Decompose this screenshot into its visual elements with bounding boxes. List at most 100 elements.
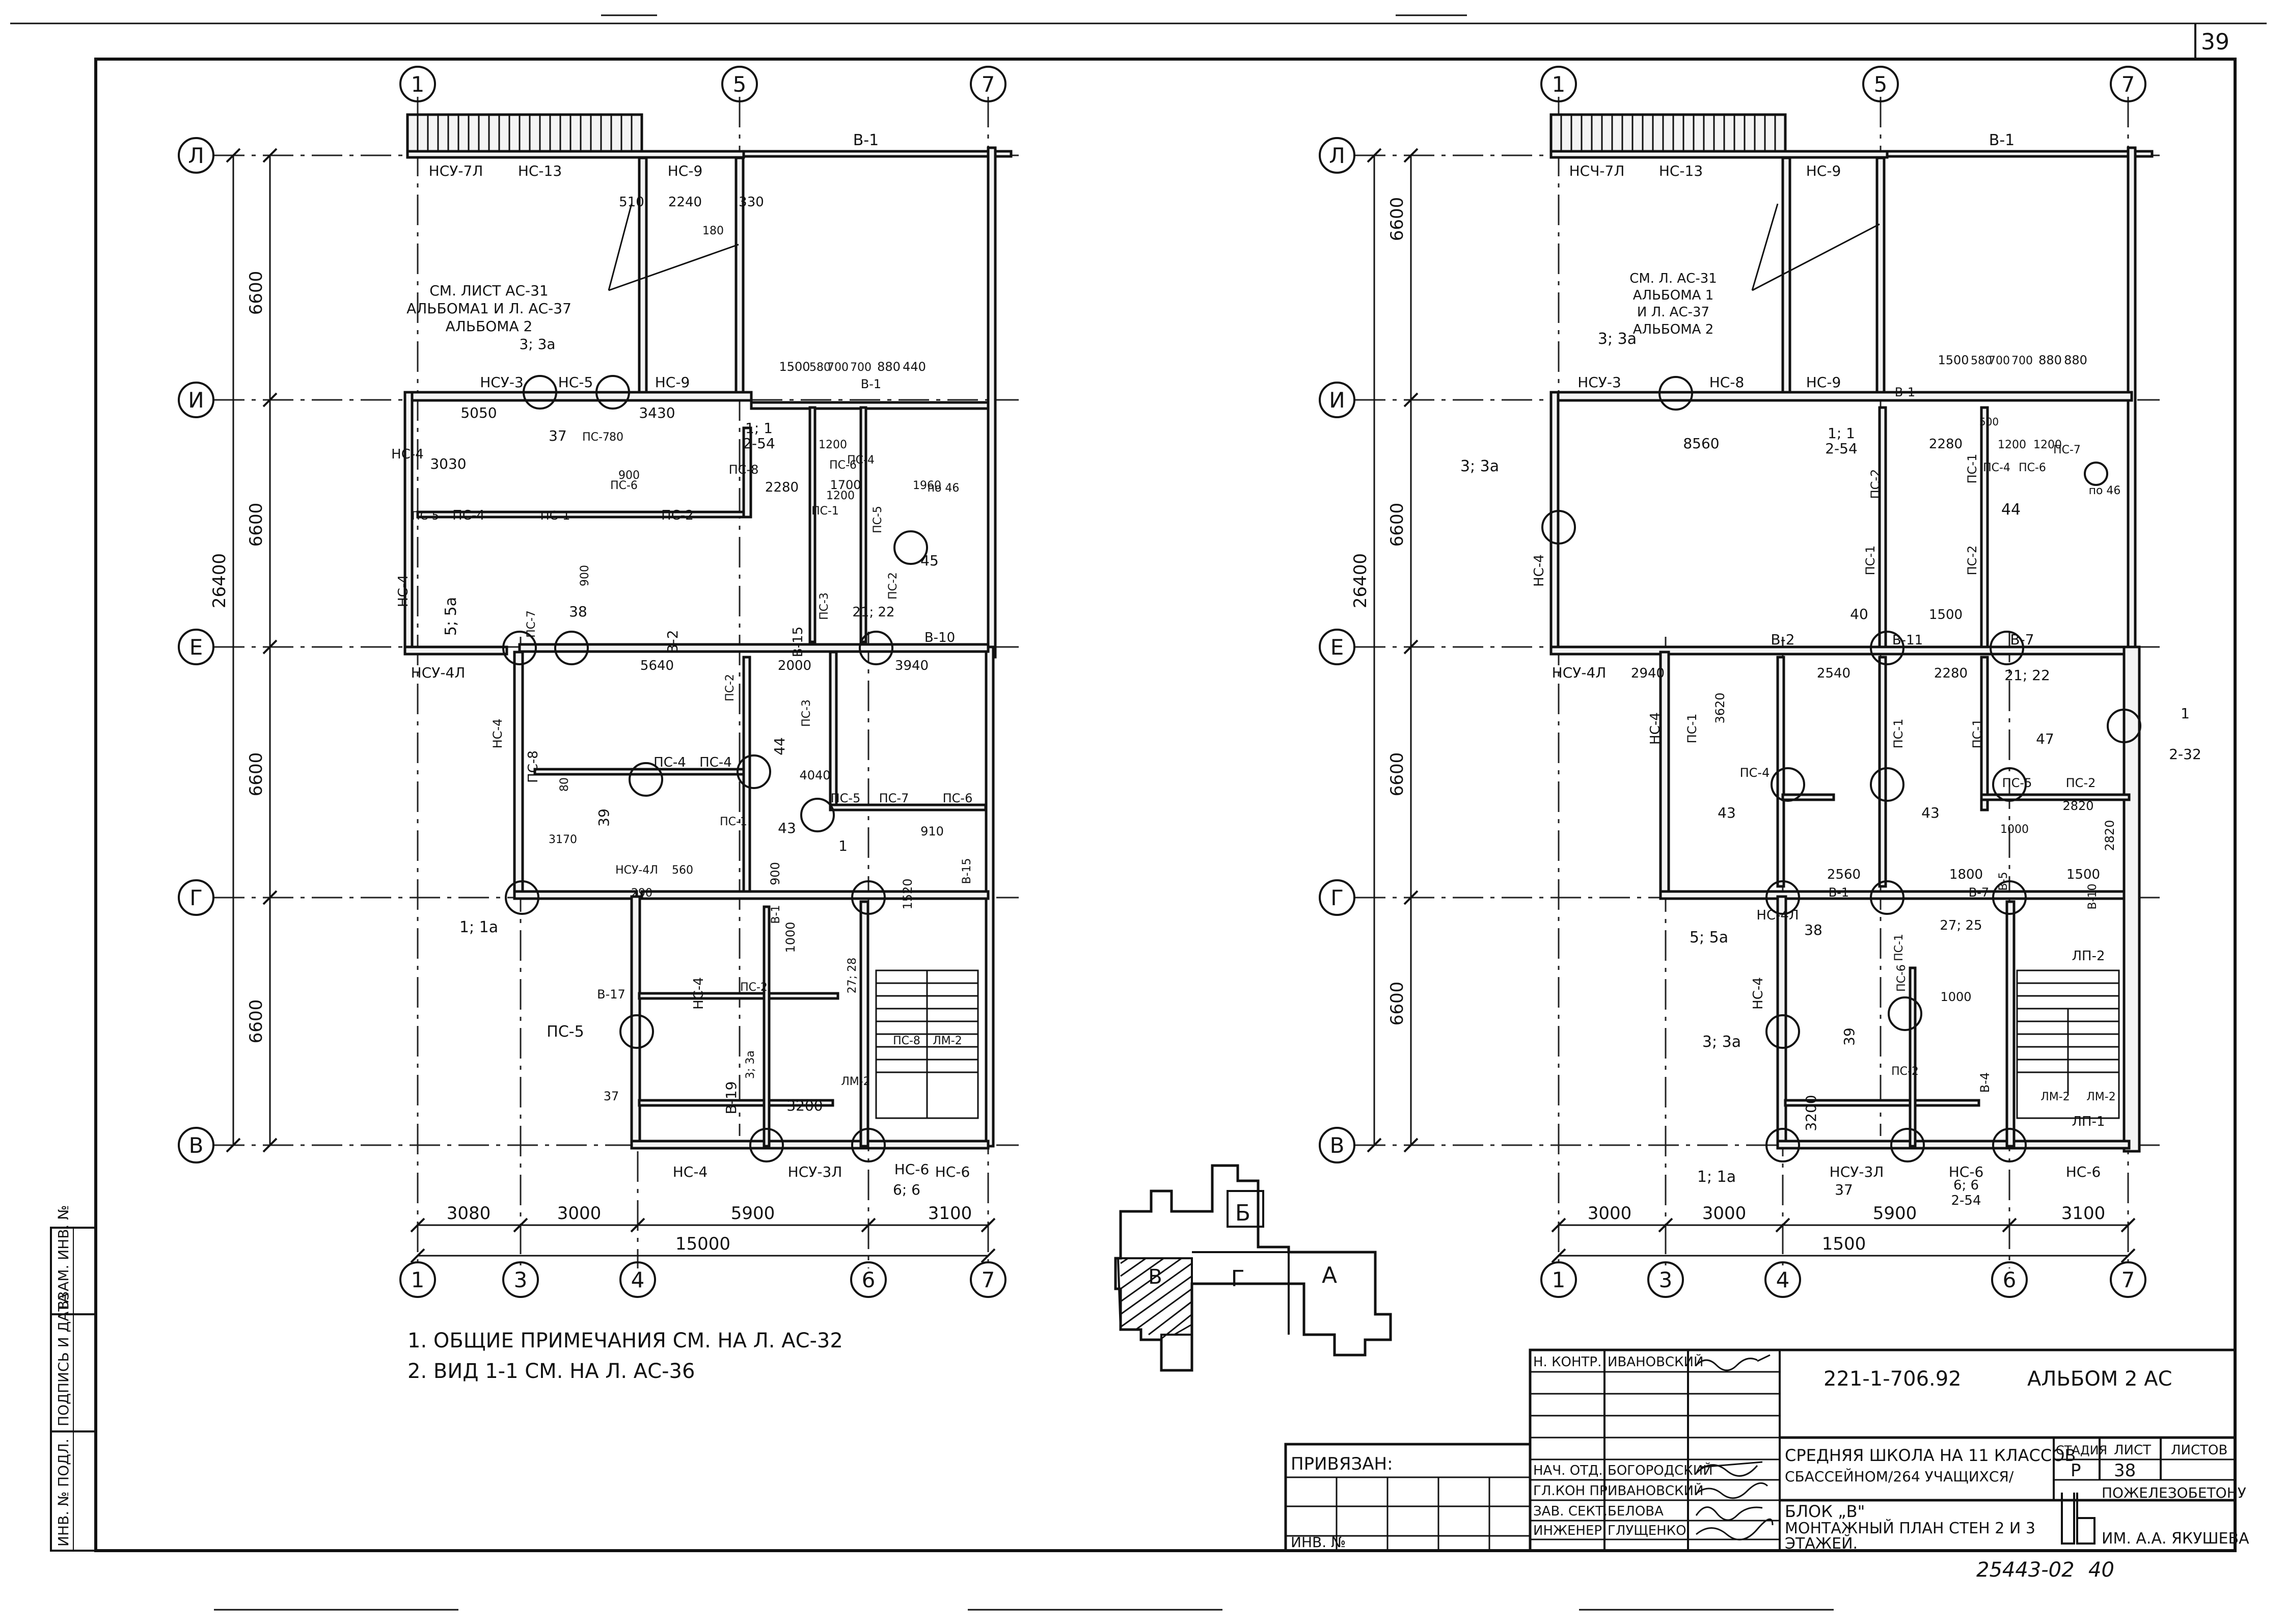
left-plan-label: 700: [850, 361, 872, 374]
left-plan-label: 900: [768, 862, 782, 885]
left-plan-label: НС-9: [668, 163, 703, 179]
right-plan-label: ЛМ-2: [2040, 1091, 2070, 1103]
sheet-header: ЛИСТ: [2114, 1443, 2151, 1458]
left-plan-label: 1500: [779, 360, 810, 374]
left-plan-label: НС-4: [396, 575, 411, 607]
right-plan-label: В-2: [1771, 631, 1794, 648]
left-plan-label: 1200: [826, 490, 855, 502]
left-plan-label: НС-4: [691, 977, 706, 1010]
right-plan-label: ПС-1: [1685, 714, 1699, 744]
left-plan-label: ПС-5: [412, 510, 439, 523]
right-plan-label: АЛЬБОМА 2: [1633, 322, 1714, 337]
stage-value: Р: [2071, 1460, 2081, 1481]
role-zav-sekt: ЗАВ. СЕКТ.: [1533, 1504, 1608, 1519]
sheet-title-line-1: БЛОК „В": [1785, 1502, 1865, 1521]
right-axis-row-G: Г: [1330, 885, 1344, 910]
left-plan-label: 3170: [549, 833, 577, 846]
left-grid-bubbles: 1 5 7 1 3 4 6 7 Л И Е Г В: [178, 66, 1006, 1298]
right-plan-label: ПС-1: [1965, 454, 1979, 484]
left-plan-label: В-17: [597, 987, 625, 1002]
right-axis-row-V: В: [1330, 1133, 1345, 1158]
left-plan-label: АЛЬБОМА1 И Л. АС-37: [406, 300, 572, 317]
left-plan-label: ЛМ-2: [933, 1035, 962, 1047]
left-plan-label: ПС-7: [582, 431, 610, 444]
sheets-header: ЛИСТОВ: [2171, 1443, 2227, 1458]
left-plan-label: ПС-3: [818, 592, 831, 620]
right-grid-bubbles: 1 5 7 1 3 4 6 7 Л И Е Г В: [1319, 66, 2146, 1298]
left-plan-label: 5; 5а: [442, 597, 460, 636]
right-plan-label: В-4: [1978, 1072, 1992, 1093]
left-plan-label: 180: [702, 225, 724, 237]
note-2: 2. ВИД 1-1 СМ. НА Л. АС-36: [407, 1360, 695, 1383]
right-plan-label: 2540: [1817, 666, 1850, 681]
right-plan-label: ПС-5: [2002, 776, 2032, 790]
left-plan-label: НС-9: [655, 374, 690, 391]
right-plan-label: 2-32: [2169, 746, 2201, 763]
right-total-height: 26400: [1350, 553, 1371, 608]
doc-code: 221-1-706.92: [1824, 1367, 1962, 1391]
right-plan-label: 44: [2001, 501, 2021, 519]
right-plan-label: 3; 3а: [1702, 1033, 1741, 1051]
left-axis-top-5: 5: [733, 72, 747, 97]
left-plan-label: НС-13: [518, 163, 562, 179]
left-total-height: 26400: [209, 553, 230, 608]
left-bottom-dim-1: 3080: [447, 1203, 491, 1224]
left-bottom-total: 15000: [675, 1234, 730, 1254]
left-plan-label: ПС-1: [811, 505, 839, 518]
left-plan-label: 1; 1: [745, 420, 773, 437]
right-plan: 1 5 7 1 3 4 6 7 Л И Е Г В 6600 6600 6600…: [1319, 66, 2160, 1298]
right-plan-label: В-7: [2010, 631, 2034, 648]
right-plan-label: ПС-6: [2019, 462, 2046, 474]
left-axis-bottom-3: 3: [514, 1267, 528, 1292]
right-plan-label: НС-4: [1532, 554, 1547, 587]
left-leader-line: [608, 203, 633, 291]
right-bottom-dim-2: 3000: [1702, 1203, 1747, 1224]
left-plan-label: 3200: [786, 1097, 823, 1114]
archive-number: 25443-02: [1976, 1558, 2075, 1582]
role-n-kontr: Н. КОНТР.: [1533, 1355, 1601, 1370]
right-plan-label: 580: [1971, 355, 1992, 367]
right-plan-label: ПС-7: [2053, 444, 2081, 456]
left-plan-label: НСУ-4Л: [411, 664, 466, 681]
left-plan-label: ПС-8: [526, 750, 541, 783]
left-axis-row-L: Л: [188, 143, 204, 168]
right-node-markers: [1541, 376, 2141, 1162]
left-plan-label: 27; 28: [846, 958, 859, 993]
left-plan-label: 3; 3а: [744, 1050, 757, 1079]
right-height-dim-3: 6600: [1387, 752, 1407, 797]
right-plan-label: ПС-4: [1983, 462, 2010, 474]
org-line-2: ИМ. А.А. ЯКУШЕВА: [2102, 1530, 2249, 1548]
left-plan-label: 290: [631, 887, 652, 900]
right-plan-label: ПС-1: [1891, 719, 1906, 749]
right-plan-label: 1200: [1998, 439, 2026, 451]
left-plan-label: ПС-6: [943, 791, 973, 805]
right-plan-label: 1: [2181, 705, 2190, 722]
left-plan-label: 330: [739, 195, 764, 210]
left-axis-bottom-4: 4: [631, 1267, 645, 1292]
left-plan-label: 1700: [830, 478, 861, 492]
left-axis-row-G: Г: [189, 885, 203, 910]
left-plan-label: В-2: [664, 630, 681, 654]
left-plan-label: ПС-8: [893, 1035, 920, 1047]
title-block: ПРИВЯЗАН: ИНВ. № Н. КОНТР. ИВАНОВСКИЙ НА…: [1284, 1348, 2249, 1582]
left-plan-label: 880: [877, 360, 901, 374]
left-plan-label: ПС-7: [525, 610, 538, 638]
left-plan-label: ПС-2: [724, 674, 737, 701]
right-plan-label: ПС-1: [1863, 546, 1877, 576]
right-plan-label: НС-8: [1709, 374, 1745, 391]
left-plan-label: НСУ-3: [480, 374, 524, 391]
name-nach-otd: БОГОРОДСКИЙ: [1608, 1462, 1713, 1478]
right-plan-label: 2560: [1827, 867, 1861, 882]
right-plan-label: НС-6: [1949, 1163, 1984, 1180]
right-leader-line-2: [1752, 223, 1880, 291]
left-plan-label: 39: [595, 808, 612, 827]
left-plan-label: ПС-2: [887, 572, 900, 600]
sheet-frame: 39: [10, 14, 2267, 1611]
key-plan: Б В Г А: [1114, 1164, 1392, 1372]
left-plan-label: ПС-1: [720, 816, 747, 828]
right-plan-label: НС-13: [1659, 163, 1703, 179]
left-plan-label: 1: [838, 837, 848, 854]
right-plan-label: ЛМ-2: [2086, 1091, 2115, 1103]
right-axis-bottom-1: 1: [1552, 1267, 1566, 1292]
